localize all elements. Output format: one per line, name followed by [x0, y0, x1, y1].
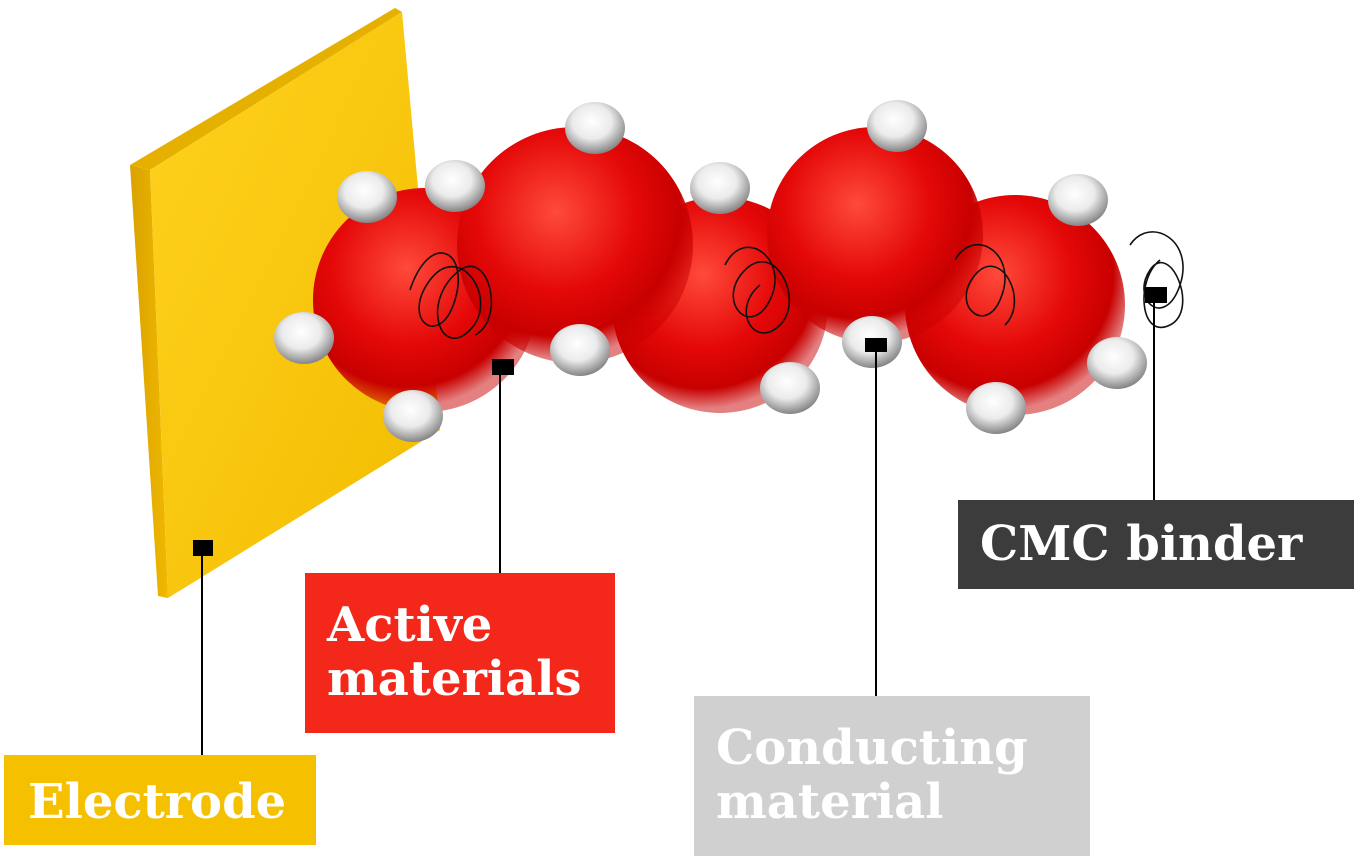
active-label-line1: Active [327, 597, 493, 654]
active-label-line2: materials [327, 651, 582, 707]
white-sphere [425, 160, 485, 212]
electrode-anchor-marker [193, 540, 213, 556]
conducting-label-line1: Conducting [716, 720, 1028, 777]
red-sphere [767, 127, 983, 343]
active-anchor-marker [492, 359, 514, 375]
active-material-spheres [313, 127, 1125, 415]
cmc-label-text: CMC binder [980, 515, 1303, 572]
white-sphere [760, 362, 820, 414]
white-sphere [383, 390, 443, 442]
cmc-anchor-marker [1145, 287, 1167, 303]
white-sphere [337, 171, 397, 223]
white-sphere [867, 100, 927, 152]
anchor-markers [193, 287, 1167, 556]
conducting-material-label: Conducting material [694, 696, 1090, 856]
conducting-label-line2: material [716, 774, 944, 830]
white-sphere [1048, 174, 1108, 226]
white-sphere [565, 102, 625, 154]
cmc-binder-label: CMC binder [958, 500, 1354, 589]
cmc-binder-strands [409, 231, 1184, 339]
conducting-anchor-marker [865, 338, 887, 352]
leader-lines [201, 295, 1155, 755]
white-sphere [1087, 337, 1147, 389]
conducting-material-spheres [274, 100, 1147, 442]
active-materials-label: Active materials [305, 573, 615, 733]
white-sphere [550, 324, 610, 376]
white-sphere [966, 382, 1026, 434]
electrode-label-text: Electrode [28, 774, 287, 831]
white-sphere [274, 312, 334, 364]
white-sphere [690, 162, 750, 214]
red-sphere [457, 127, 693, 363]
electrode-plate [130, 8, 440, 598]
electrode-label: Electrode [4, 755, 316, 845]
